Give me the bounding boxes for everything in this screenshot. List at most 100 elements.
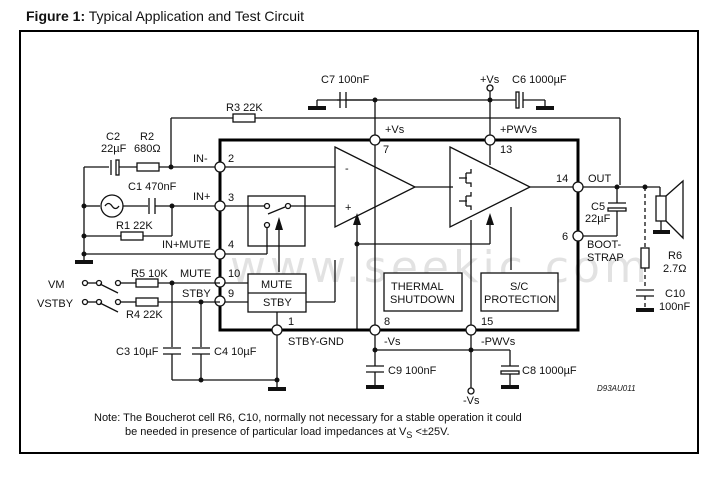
bottom-supply-network bbox=[220, 324, 578, 395]
resistor-r4 bbox=[135, 297, 159, 307]
sc-protection-block bbox=[480, 272, 559, 312]
pin-1 bbox=[271, 324, 283, 336]
label-supply-plus: +Vs bbox=[480, 74, 500, 86]
label-c8: C8 1000µF bbox=[522, 365, 577, 377]
pin-7 bbox=[369, 134, 381, 146]
label-c5-value: 22µF bbox=[585, 213, 611, 225]
label-bootstrap-2: STRAP bbox=[587, 252, 624, 264]
label-c10-value: 100nF bbox=[659, 301, 690, 313]
label-vs-plus: +Vs bbox=[385, 124, 405, 136]
label-mute: MUTE bbox=[180, 268, 211, 280]
resistor-r2 bbox=[136, 162, 160, 172]
label-pwvs-plus: +PWVs bbox=[500, 124, 537, 136]
note-line-2-end: <±25V. bbox=[412, 426, 450, 438]
thermal-shutdown-block bbox=[383, 272, 463, 312]
label-vs-minus: -Vs bbox=[384, 336, 401, 348]
top-supply-network bbox=[308, 84, 554, 140]
stby-block-label: STBY bbox=[263, 297, 292, 309]
label-r3: R3 22K bbox=[226, 102, 263, 114]
label-out: OUT bbox=[588, 173, 612, 185]
pin-number-8: 8 bbox=[384, 316, 390, 328]
power-opamp bbox=[449, 140, 578, 330]
pin-14 bbox=[572, 181, 584, 193]
label-c2-value: 22µF bbox=[101, 143, 127, 155]
label-c4: C4 10µF bbox=[214, 346, 257, 358]
figure-caption: Typical Application and Test Circuit bbox=[85, 8, 305, 24]
note: Note: The Boucherot cell R6, C10, normal… bbox=[94, 411, 522, 442]
output-network bbox=[583, 179, 684, 312]
arrow-icon bbox=[275, 217, 283, 230]
input-network bbox=[75, 159, 220, 264]
label-r6-name: R6 bbox=[668, 250, 682, 262]
pin-number-9: 9 bbox=[228, 288, 234, 300]
pin-8 bbox=[369, 324, 381, 336]
label-c10-name: C10 bbox=[665, 288, 685, 300]
label-stby-gnd: STBY-GND bbox=[288, 336, 344, 348]
input-mute-switch bbox=[225, 195, 335, 272]
label-vm: VM bbox=[48, 279, 65, 291]
pin-10 bbox=[214, 276, 226, 288]
pin-2 bbox=[214, 161, 226, 173]
note-line-2: be needed in presence of particular load… bbox=[94, 425, 522, 442]
opamp-plus-sign: + bbox=[345, 202, 351, 214]
resistor-r5 bbox=[135, 278, 159, 288]
note-line-2-text: be needed in presence of particular load… bbox=[125, 426, 407, 438]
note-line-1: Note: The Boucherot cell R6, C10, normal… bbox=[94, 412, 522, 424]
label-c6: C6 1000µF bbox=[512, 74, 567, 86]
note-subscript: S bbox=[406, 430, 413, 441]
switch-vm bbox=[99, 283, 119, 294]
mute-stby-block bbox=[225, 260, 336, 313]
figure-number: Figure 1: bbox=[26, 8, 86, 24]
pin-number-14: 14 bbox=[556, 173, 568, 185]
pin-number-1: 1 bbox=[288, 316, 294, 328]
r3-feedback bbox=[170, 113, 621, 185]
pin-3 bbox=[214, 200, 226, 212]
label-supply-minus: -Vs bbox=[463, 395, 480, 407]
thermal-label-1: THERMAL bbox=[391, 281, 444, 293]
resistor-r3 bbox=[232, 113, 256, 123]
resistor-r6 bbox=[640, 247, 650, 269]
label-r1: R1 22K bbox=[116, 220, 153, 232]
label-c9: C9 100nF bbox=[388, 365, 437, 377]
pin-13 bbox=[484, 134, 496, 146]
pin-number-7: 7 bbox=[383, 144, 389, 156]
label-r6-value: 2.7Ω bbox=[663, 263, 687, 275]
label-vstby: VSTBY bbox=[37, 298, 74, 310]
capacitor-c6 bbox=[515, 91, 520, 109]
label-c5-name: C5 bbox=[591, 201, 605, 213]
label-r2-value: 680Ω bbox=[134, 143, 161, 155]
label-r4: R4 22K bbox=[126, 309, 163, 321]
pin-number-13: 13 bbox=[500, 144, 512, 156]
label-c3: C3 10µF bbox=[116, 346, 159, 358]
label-c7: C7 100nF bbox=[321, 74, 370, 86]
label-in-plus: IN+ bbox=[193, 191, 210, 203]
figure-title: Figure 1: Typical Application and Test C… bbox=[26, 8, 304, 24]
pin-4 bbox=[214, 248, 226, 260]
pin-number-10: 10 bbox=[228, 268, 240, 280]
pin-number-2: 2 bbox=[228, 153, 234, 165]
pin-number-15: 15 bbox=[481, 316, 493, 328]
figure-id: D93AU011 bbox=[597, 384, 636, 393]
label-c2-name: C2 bbox=[106, 131, 120, 143]
label-stby: STBY bbox=[182, 288, 211, 300]
label-in-plus-mute: IN+MUTE bbox=[162, 239, 211, 251]
mute-block-label: MUTE bbox=[261, 279, 292, 291]
pin-number-3: 3 bbox=[228, 192, 234, 204]
opamp-minus-sign: - bbox=[345, 163, 349, 175]
pin-9 bbox=[214, 295, 226, 307]
sc-label-2: PROTECTION bbox=[484, 294, 556, 306]
schematic-frame bbox=[19, 30, 699, 454]
label-r5: R5 10K bbox=[131, 268, 168, 280]
resistor-r1 bbox=[120, 231, 144, 241]
label-bootstrap-1: BOOT- bbox=[587, 239, 622, 251]
pin-6 bbox=[572, 230, 584, 242]
label-r2-name: R2 bbox=[140, 131, 154, 143]
label-pwvs-minus: -PWVs bbox=[481, 336, 516, 348]
preamp-opamp bbox=[225, 140, 490, 330]
switch-vstby bbox=[99, 302, 119, 313]
pin-number-4: 4 bbox=[228, 239, 234, 251]
speaker-icon bbox=[653, 179, 684, 240]
mute-standby-network bbox=[81, 278, 286, 391]
pin-15 bbox=[465, 324, 477, 336]
